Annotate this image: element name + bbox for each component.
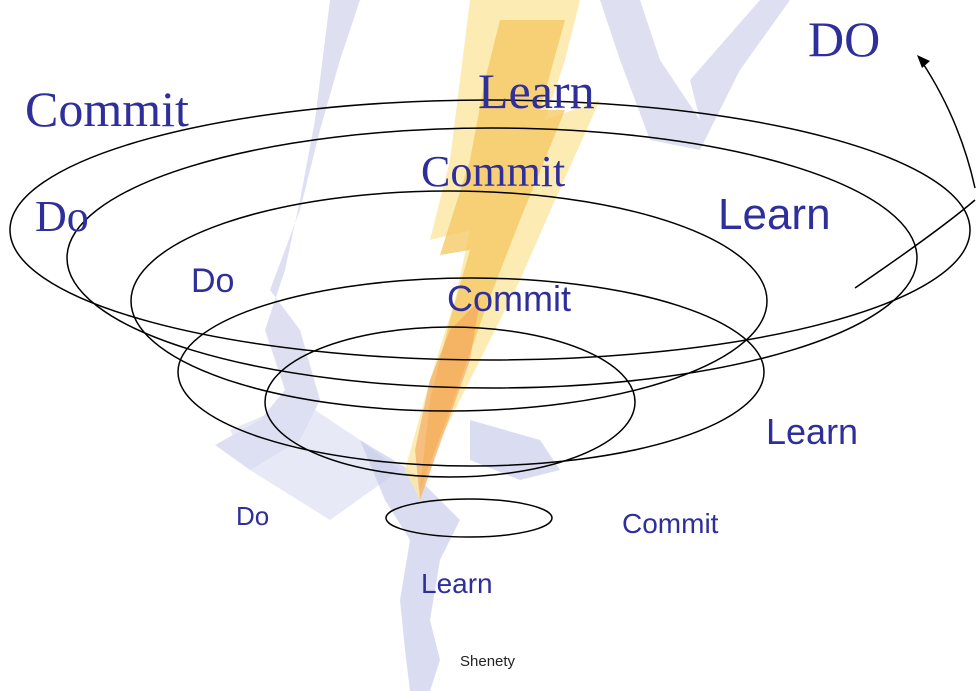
spiral-ring-1 (9, 99, 971, 361)
label-learn-4: Learn (421, 568, 493, 599)
label-commit-2: Commit (421, 147, 566, 196)
label-do-3: Do (236, 501, 270, 531)
spiral-ring-3 (130, 190, 768, 412)
spiral-ring-4 (177, 277, 765, 467)
spiral-ring-5 (264, 326, 636, 478)
label-learn-1: Learn (478, 63, 595, 119)
label-do-1: Do (35, 192, 89, 241)
ribbon-flare-right (470, 420, 560, 480)
ribbon-left (215, 0, 360, 470)
label-learn-3: Learn (766, 411, 859, 452)
label-commit-1: Commit (25, 81, 189, 137)
spiral-ring-6 (385, 498, 553, 538)
arrow-curve (921, 61, 976, 189)
ribbon-tail (360, 440, 460, 691)
spiral-ring-2 (66, 127, 918, 389)
label-commit-4: Commit (622, 508, 719, 539)
ribbon-flare-left (230, 400, 400, 520)
bolt-flame (415, 300, 480, 500)
label-commit-3: Commit (447, 278, 571, 319)
arrowhead (917, 55, 930, 68)
label-do-top: DO (808, 11, 881, 67)
spiral-outward-path (854, 199, 976, 289)
label-do-2: Do (191, 262, 235, 300)
ribbon-right (600, 0, 790, 150)
label-learn-2: Learn (718, 190, 831, 239)
credit-text: Shenety (460, 653, 516, 670)
